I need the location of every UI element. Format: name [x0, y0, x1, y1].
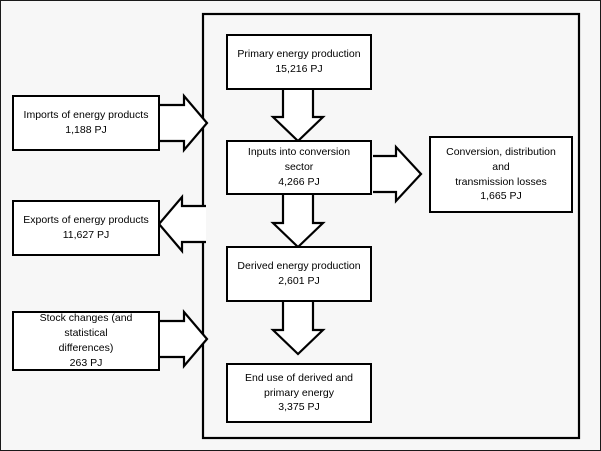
box-exports: Exports of energy products 11,627 PJ [12, 200, 160, 256]
box-value-primary-energy-production: 15,216 PJ [275, 63, 323, 75]
box-label-inputs-into-conversion-sector: Inputs into conversion sector [247, 146, 351, 174]
box-value-derived-energy-production: 2,601 PJ [278, 275, 320, 287]
box-label-imports: Imports of energy products [23, 109, 149, 122]
box-value-stock-changes: 263 PJ [69, 356, 103, 369]
box-derived-energy-production: Derived energy production 2,601 PJ [226, 246, 372, 302]
box-imports: Imports of energy products 1,188 PJ [12, 95, 160, 151]
box-label-end-use: End use of derived and primary energy [245, 371, 353, 399]
box-end-use: End use of derived and primary energy 3,… [226, 363, 372, 423]
box-value-exports: 11,627 PJ [62, 229, 110, 241]
box-conversion-losses: Conversion, distribution and transmissio… [429, 136, 573, 213]
box-value-end-use: 3,375 PJ [278, 401, 320, 414]
box-label-derived-energy-production: Derived energy production [237, 260, 361, 273]
box-label-primary-energy-production: Primary energy production [237, 48, 361, 61]
exports-outflow-arrow [157, 194, 206, 254]
box-primary-energy-production: Primary energy production 15,216 PJ [226, 34, 372, 90]
box-stock-changes: Stock changes (and statistical differenc… [12, 311, 160, 371]
primary-to-inputs-arrow [270, 89, 326, 143]
box-value-inputs-into-conversion-sector: 4,266 PJ [278, 175, 320, 188]
box-label-stock-changes: Stock changes (and statistical differenc… [39, 312, 133, 354]
inputs-to-losses-arrow [373, 144, 423, 204]
box-inputs-into-conversion-sector: Inputs into conversion sector 4,266 PJ [226, 140, 372, 195]
box-label-exports: Exports of energy products [23, 214, 149, 227]
imports-inflow-arrow [159, 93, 209, 153]
box-value-imports: 1,188 PJ [65, 124, 107, 136]
derived-to-enduse-arrow [270, 301, 326, 356]
box-label-conversion-losses: Conversion, distribution and transmissio… [446, 145, 556, 188]
box-value-conversion-losses: 1,665 PJ [480, 190, 522, 203]
stock-changes-inflow-arrow [159, 309, 209, 369]
inputs-to-derived-arrow [270, 194, 326, 249]
